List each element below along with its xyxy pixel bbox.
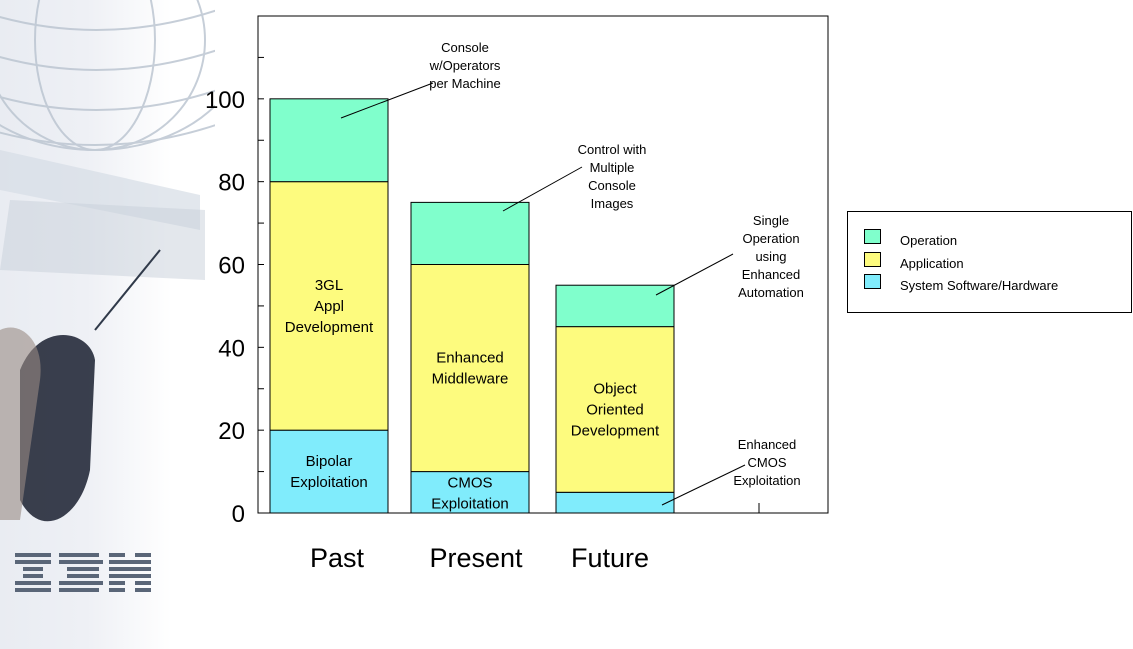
legend-swatch xyxy=(864,252,881,267)
y-tick-label: 60 xyxy=(218,253,245,280)
bar-segment xyxy=(269,181,389,431)
bar-segment xyxy=(555,491,675,514)
y-tick-label: 20 xyxy=(218,418,245,445)
x-tick-label: Future xyxy=(571,543,649,573)
annotation-leader-line xyxy=(661,464,746,506)
bar-segment xyxy=(410,264,530,473)
bar-segment xyxy=(410,201,530,265)
y-tick-label: 100 xyxy=(205,87,245,114)
bar-segment xyxy=(269,98,389,183)
annotation-leader-line xyxy=(655,253,734,296)
legend-swatch xyxy=(864,274,881,289)
legend-label: System Software/Hardware xyxy=(900,278,1059,293)
y-axis-ticks: 0 20 40 60 80 100 xyxy=(205,87,245,528)
legend-label: Operation xyxy=(900,233,958,248)
x-tick-label: Present xyxy=(429,543,523,573)
x-axis-ticks: Past Present Future xyxy=(310,543,649,573)
ibm-logo xyxy=(15,553,151,592)
globe-mouse-illustration xyxy=(0,0,215,522)
bar-segment xyxy=(269,429,389,514)
legend-label: Application xyxy=(900,256,964,271)
bar-segment xyxy=(555,284,675,328)
y-tick-label: 40 xyxy=(218,335,245,362)
annotation-leader-line xyxy=(502,166,583,212)
sidebar-decoration xyxy=(0,0,215,649)
y-tick-label: 80 xyxy=(218,170,245,197)
legend-swatch xyxy=(864,229,881,244)
annotation-leader-line xyxy=(340,82,434,119)
y-tick-label: 0 xyxy=(232,501,245,528)
x-tick-label: Past xyxy=(310,543,365,573)
